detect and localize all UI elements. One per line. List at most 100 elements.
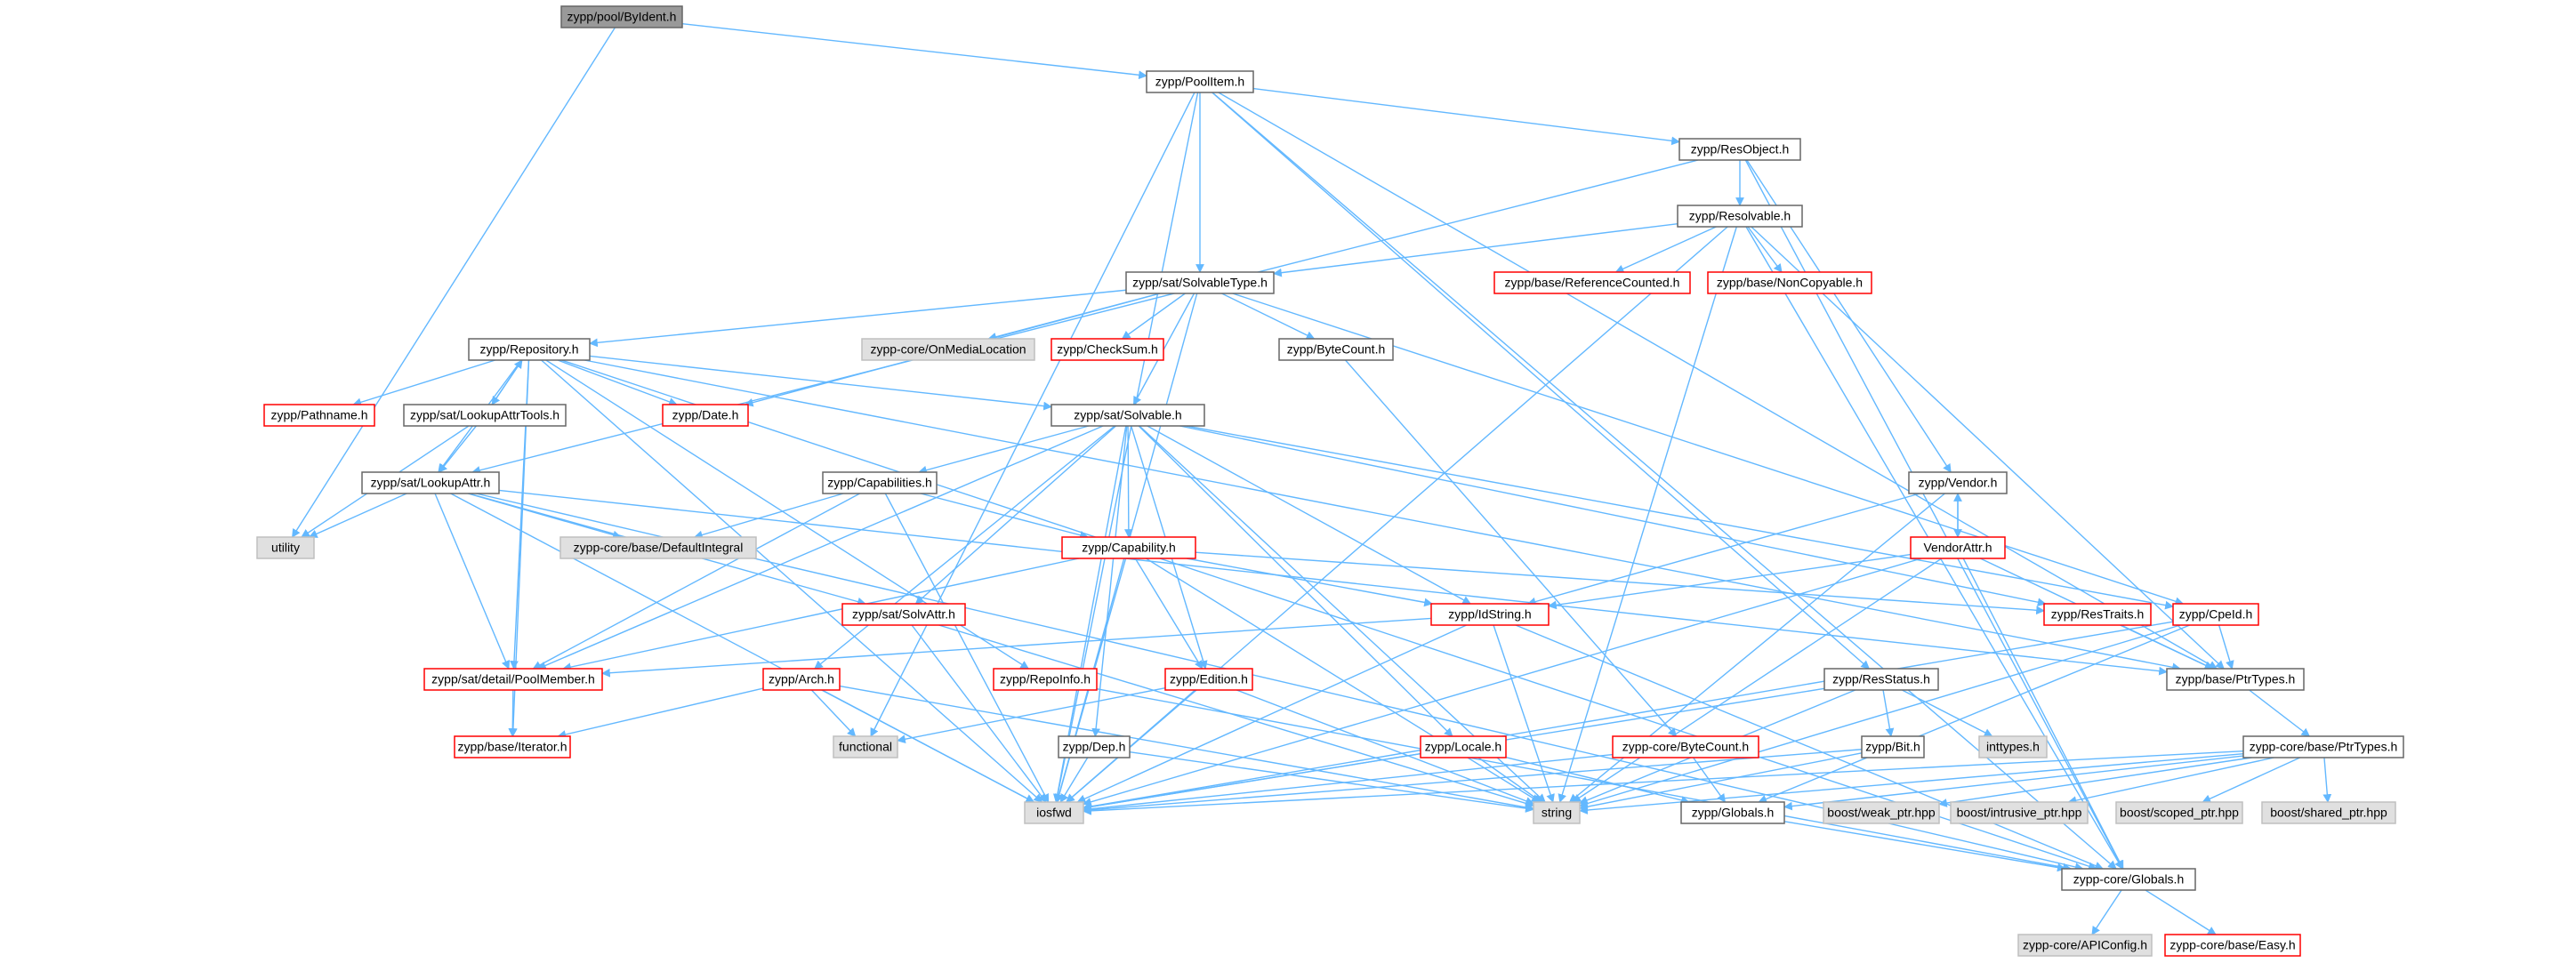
edge-n7-to-n11 [352, 359, 495, 407]
node-zypp-checksum-h[interactable]: zypp/CheckSum.h [1051, 338, 1164, 361]
edge-n1-to-n31 [1218, 92, 2218, 670]
edge-n17-to-n41 [1568, 493, 1945, 803]
node-label: boost/shared_ptr.hpp [2270, 806, 2387, 820]
edge-n1-to-n40 [1053, 92, 1199, 803]
node-box [833, 735, 898, 758]
node-zypp-bit-h[interactable]: zypp/Bit.h [1861, 735, 1925, 758]
node-zypp-resobject-h[interactable]: zypp/ResObject.h [1678, 138, 1801, 161]
node-zypp-core-globals-h[interactable]: zypp-core/Globals.h [2061, 868, 2196, 891]
node-zypp-core-bytecount-h[interactable]: zypp-core/ByteCount.h [1612, 735, 1759, 758]
node-label: zypp-core/base/Easy.h [2169, 938, 2295, 952]
node-label: zypp/sat/SolvableType.h [1132, 276, 1268, 290]
node-zypp-repoinfo-h[interactable]: zypp/RepoInfo.h [993, 668, 1098, 691]
node-zypp-capability-h[interactable]: zypp/Capability.h [1061, 536, 1196, 559]
node-zypp-restraits-h[interactable]: zypp/ResTraits.h [2043, 603, 2152, 626]
node-label: zypp/sat/detail/PoolMember.h [431, 672, 595, 686]
node-label: zypp/Locale.h [1425, 740, 1501, 754]
node-zypp-sat-lookupattr-h[interactable]: zypp/sat/LookupAttr.h [361, 471, 500, 494]
node-label: zypp/Date.h [672, 408, 739, 422]
node-boost-weak-ptr-hpp: boost/weak_ptr.hpp [1823, 801, 1940, 824]
edge-n10-to-n36 [1345, 359, 1678, 737]
node-zypp-poolitem-h[interactable]: zypp/PoolItem.h [1146, 70, 1254, 93]
node-label: zypp/base/ReferenceCounted.h [1505, 276, 1680, 290]
node-zypp-resolvable-h[interactable]: zypp/Resolvable.h [1677, 205, 1803, 228]
node-label: zypp/ByteCount.h [1287, 342, 1386, 357]
edge-n27-to-n40 [821, 689, 1035, 803]
edge-n20-to-n24 [1195, 551, 2045, 615]
node-box [2166, 668, 2305, 691]
node-box [468, 338, 591, 361]
edge-n21-to-n23 [1548, 553, 1912, 610]
edge-n30-to-n37 [1882, 689, 1895, 737]
node-zypp-resstatus-h[interactable]: zypp/ResStatus.h [1823, 668, 1939, 691]
node-zypp-pool-byident-h[interactable]: zypp/pool/ByIdent.h [560, 5, 683, 28]
node-zypp-idstring-h[interactable]: zypp/IdString.h [1430, 603, 1550, 626]
node-zypp-base-ptrtypes-h[interactable]: zypp/base/PtrTypes.h [2166, 668, 2305, 691]
node-zypp-cpeid-h[interactable]: zypp/CpeId.h [2172, 603, 2259, 626]
edge-n29-to-n33 [897, 686, 1166, 744]
edge-n14-to-n35 [1138, 425, 1453, 737]
node-zypp-sat-solvable-h[interactable]: zypp/sat/Solvable.h [1051, 404, 1205, 427]
node-box [1677, 205, 1803, 228]
node-label: zypp-core/ByteCount.h [1622, 740, 1749, 754]
node-label: zypp/pool/ByIdent.h [568, 10, 677, 24]
node-inttypes-h: inttypes.h [1978, 735, 2048, 758]
node-zypp-core-base-ptrtypes-h[interactable]: zypp-core/base/PtrTypes.h [2242, 735, 2404, 758]
node-box [2242, 735, 2404, 758]
node-zypp-repository-h[interactable]: zypp/Repository.h [468, 338, 591, 361]
node-label: zypp/Globals.h [1692, 806, 1775, 820]
node-zypp-base-referencecounted-h[interactable]: zypp/base/ReferenceCounted.h [1493, 271, 1691, 294]
edge-n39-to-n46 [2322, 757, 2332, 803]
node-zypp-sat-lookupattrtools-h[interactable]: zypp/sat/LookupAttrTools.h [403, 404, 567, 427]
edge-n28-to-n47 [1096, 688, 2073, 872]
edge-n16-to-n20 [920, 493, 1089, 540]
node-zypp-date-h[interactable]: zypp/Date.h [662, 404, 749, 427]
node-label: zypp/IdString.h [1448, 607, 1531, 622]
node-string: string [1533, 801, 1581, 824]
edge-n36-to-n40 [1083, 753, 1614, 814]
node-zypp-dep-h[interactable]: zypp/Dep.h [1058, 735, 1131, 758]
node-zypp-globals-h[interactable]: zypp/Globals.h [1680, 801, 1785, 824]
node-functional: functional [833, 735, 898, 758]
edge-n12-to-n15 [439, 425, 477, 473]
edge-n14-to-n16 [918, 425, 1090, 475]
node-zypp-sat-detail-poolmember-h[interactable]: zypp/sat/detail/PoolMember.h [423, 668, 603, 691]
node-box [1823, 801, 1940, 824]
node-label: zypp/RepoInfo.h [1000, 672, 1091, 686]
edge-n1-to-n30 [1212, 92, 1871, 670]
node-zypp-edition-h[interactable]: zypp/Edition.h [1164, 668, 1253, 691]
node-box [423, 668, 603, 691]
node-zypp-core-onmedialocation: zypp-core/OnMediaLocation [861, 338, 1035, 361]
node-zypp-base-iterator-h[interactable]: zypp/base/Iterator.h [454, 735, 571, 758]
node-box [2061, 868, 2196, 891]
node-label: boost/weak_ptr.hpp [1827, 806, 1936, 820]
node-zypp-locale-h[interactable]: zypp/Locale.h [1420, 735, 1507, 758]
node-label: zypp/base/PtrTypes.h [2176, 672, 2296, 686]
node-label: zypp/base/Iterator.h [458, 740, 568, 754]
node-zypp-base-noncopyable-h[interactable]: zypp/base/NonCopyable.h [1707, 271, 1872, 294]
edge-n1-to-n33 [870, 92, 1195, 737]
edge-n3-to-n6 [1747, 226, 1783, 273]
node-zypp-bytecount-h[interactable]: zypp/ByteCount.h [1278, 338, 1394, 361]
node-box [1493, 271, 1691, 294]
node-zypp-pathname-h[interactable]: zypp/Pathname.h [263, 404, 375, 427]
node-zypp-sat-solvattr-h[interactable]: zypp/sat/SolvAttr.h [841, 603, 966, 626]
edge-n14-to-n20 [1123, 425, 1133, 538]
edge-n15-to-n31 [498, 489, 2168, 676]
edge-n21-to-n47 [1962, 558, 2124, 870]
edge-n15-to-n26 [434, 493, 511, 670]
edge-n4-to-n9 [1121, 293, 1186, 340]
node-box [403, 404, 567, 427]
node-zypp-sat-solvabletype-h[interactable]: zypp/sat/SolvableType.h [1125, 271, 1275, 294]
edge-n27-to-n32 [557, 687, 764, 739]
edge-n14-to-n34 [1091, 425, 1128, 737]
node-zypp-capabilities-h[interactable]: zypp/Capabilities.h [822, 471, 938, 494]
edge-n7-to-n31 [584, 359, 2181, 672]
node-box [1051, 338, 1164, 361]
edge-n2-to-n47 [1744, 159, 2124, 870]
node-zypp-vendor-h[interactable]: zypp/Vendor.h [1908, 471, 2008, 494]
node-vendorattr-h[interactable]: VendorAttr.h [1910, 536, 2006, 559]
node-zypp-core-base-easy-h[interactable]: zypp-core/base/Easy.h [2164, 934, 2301, 957]
node-zypp-arch-h[interactable]: zypp/Arch.h [762, 668, 841, 691]
